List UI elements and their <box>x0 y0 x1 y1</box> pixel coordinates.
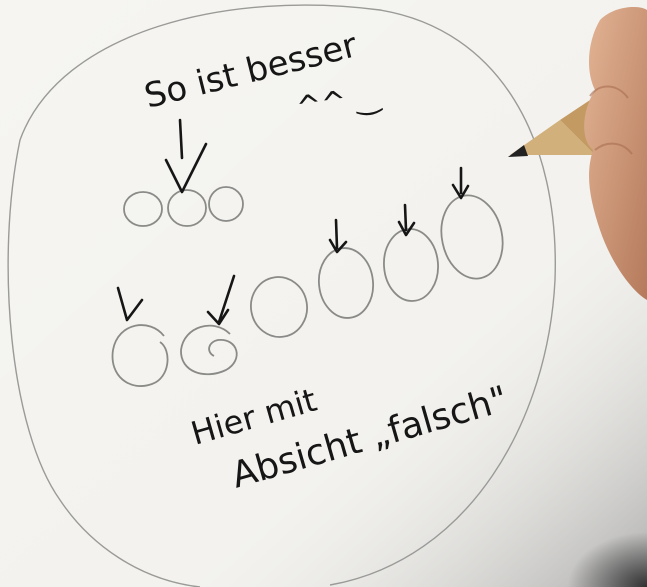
open-circle <box>180 324 238 376</box>
hand <box>584 7 647 301</box>
ink-arrows <box>116 118 470 326</box>
big-down-arrow <box>164 118 208 194</box>
down-arrow <box>451 166 470 200</box>
oval <box>250 276 308 338</box>
down-arrow <box>397 203 416 237</box>
small-circle <box>167 189 207 227</box>
top-circle-group <box>123 186 244 227</box>
down-arrow <box>206 274 236 326</box>
small-circle <box>123 191 163 227</box>
large-pencil-circle <box>7 4 556 587</box>
oval <box>317 247 375 319</box>
down-arrow <box>116 286 144 322</box>
down-arrow <box>328 218 348 254</box>
small-circle <box>208 186 244 222</box>
hand-skin <box>584 7 647 301</box>
open-circle <box>111 324 169 387</box>
